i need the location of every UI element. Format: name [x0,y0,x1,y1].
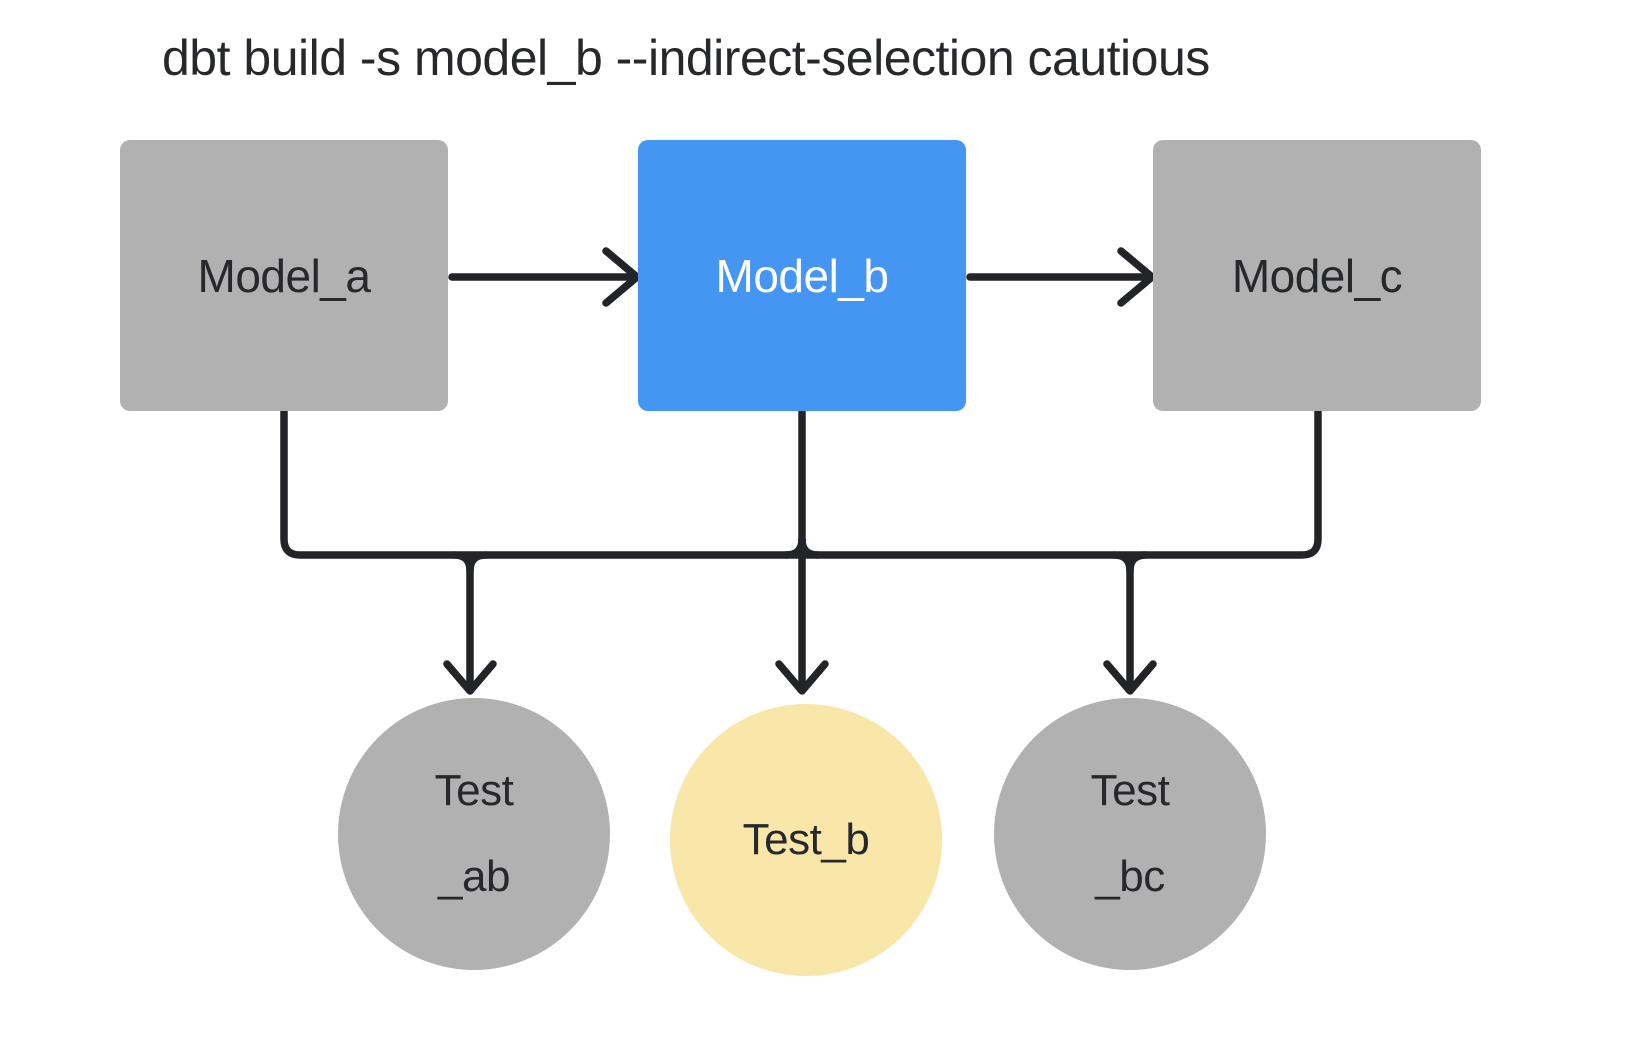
node-test-ab-label-line2: _ab [438,852,510,901]
node-test-ab-label-line1: Test [434,766,514,815]
junction-fillet-test-bc [1110,551,1134,575]
edge-bus-to-test-bc [1126,551,1150,692]
edge-bus-to-test-ab [450,551,474,692]
arrowhead-model-b-icon [602,247,641,307]
node-test-bc: Test _bc [994,698,1266,970]
node-model-b-label: Model_b [715,249,889,302]
arrowhead-test-ab-icon [443,660,497,695]
node-test-b-label-line1: Test_b [742,815,870,864]
node-model-b: Model_b [638,140,966,411]
junction-fillet-model-b-right [798,535,822,559]
node-test-bc-label-line2: _bc [1095,852,1165,901]
node-model-c-label: Model_c [1231,249,1403,302]
arrowhead-model-c-icon [1117,247,1156,307]
node-test-bc-label-line1: Test [1090,766,1170,815]
junction-fillet-model-b-left [782,535,806,559]
node-test-ab: Test _ab [338,698,610,970]
arrowhead-test-b-icon [775,660,829,695]
node-model-c: Model_c [1153,140,1481,411]
node-model-a-label: Model_a [197,249,371,302]
arrowhead-test-bc-icon [1103,660,1157,695]
node-model-a: Model_a [120,140,448,411]
junction-fillet-test-ab [466,551,490,575]
diagram-title: dbt build -s model_b --indirect-selectio… [162,30,1210,86]
edge-bus-rail [280,401,1322,559]
node-test-b: Test_b [670,704,942,976]
